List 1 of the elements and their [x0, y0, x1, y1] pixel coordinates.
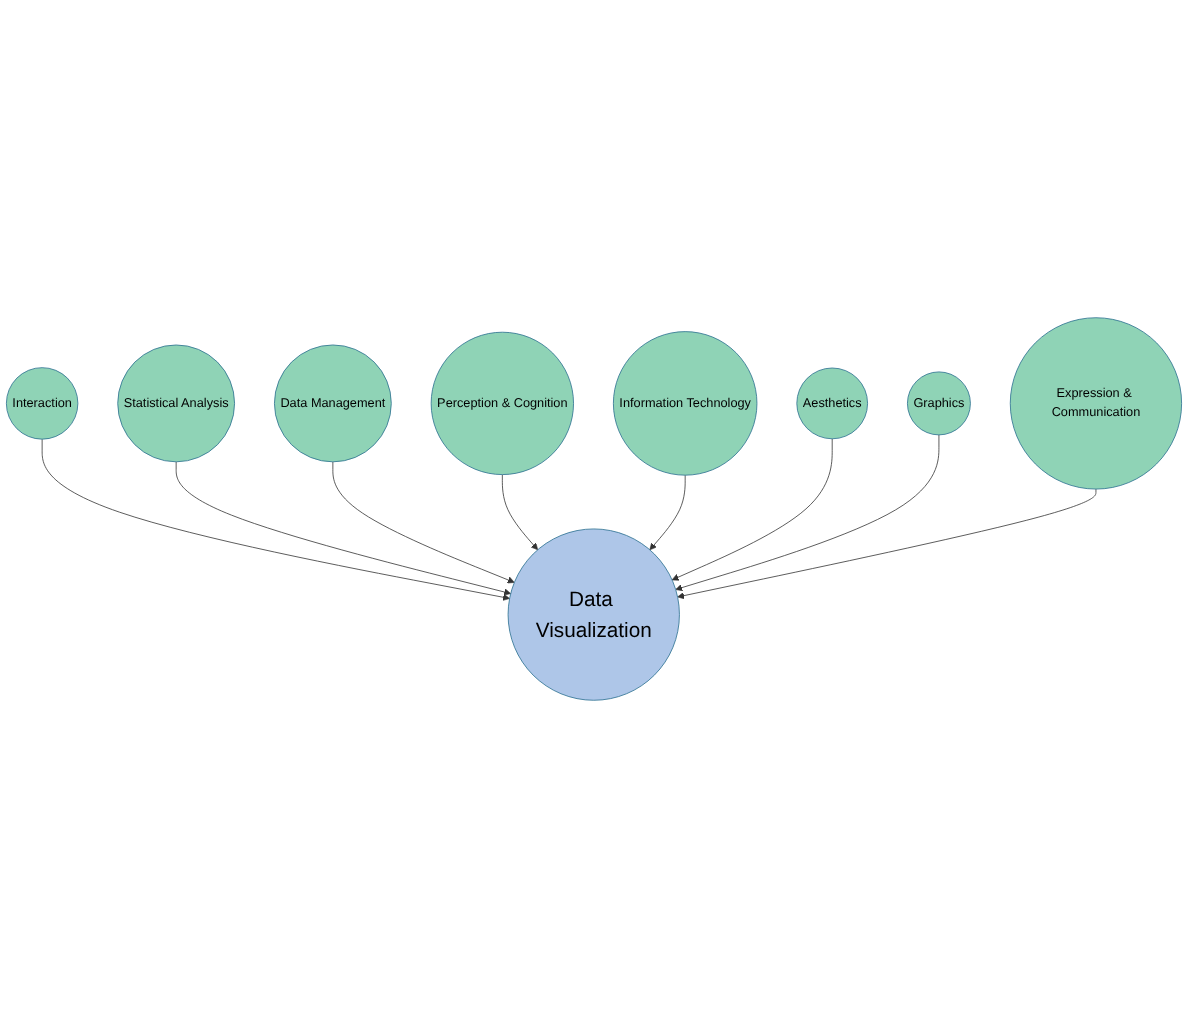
node-circle: Data Visualization: [507, 528, 680, 701]
